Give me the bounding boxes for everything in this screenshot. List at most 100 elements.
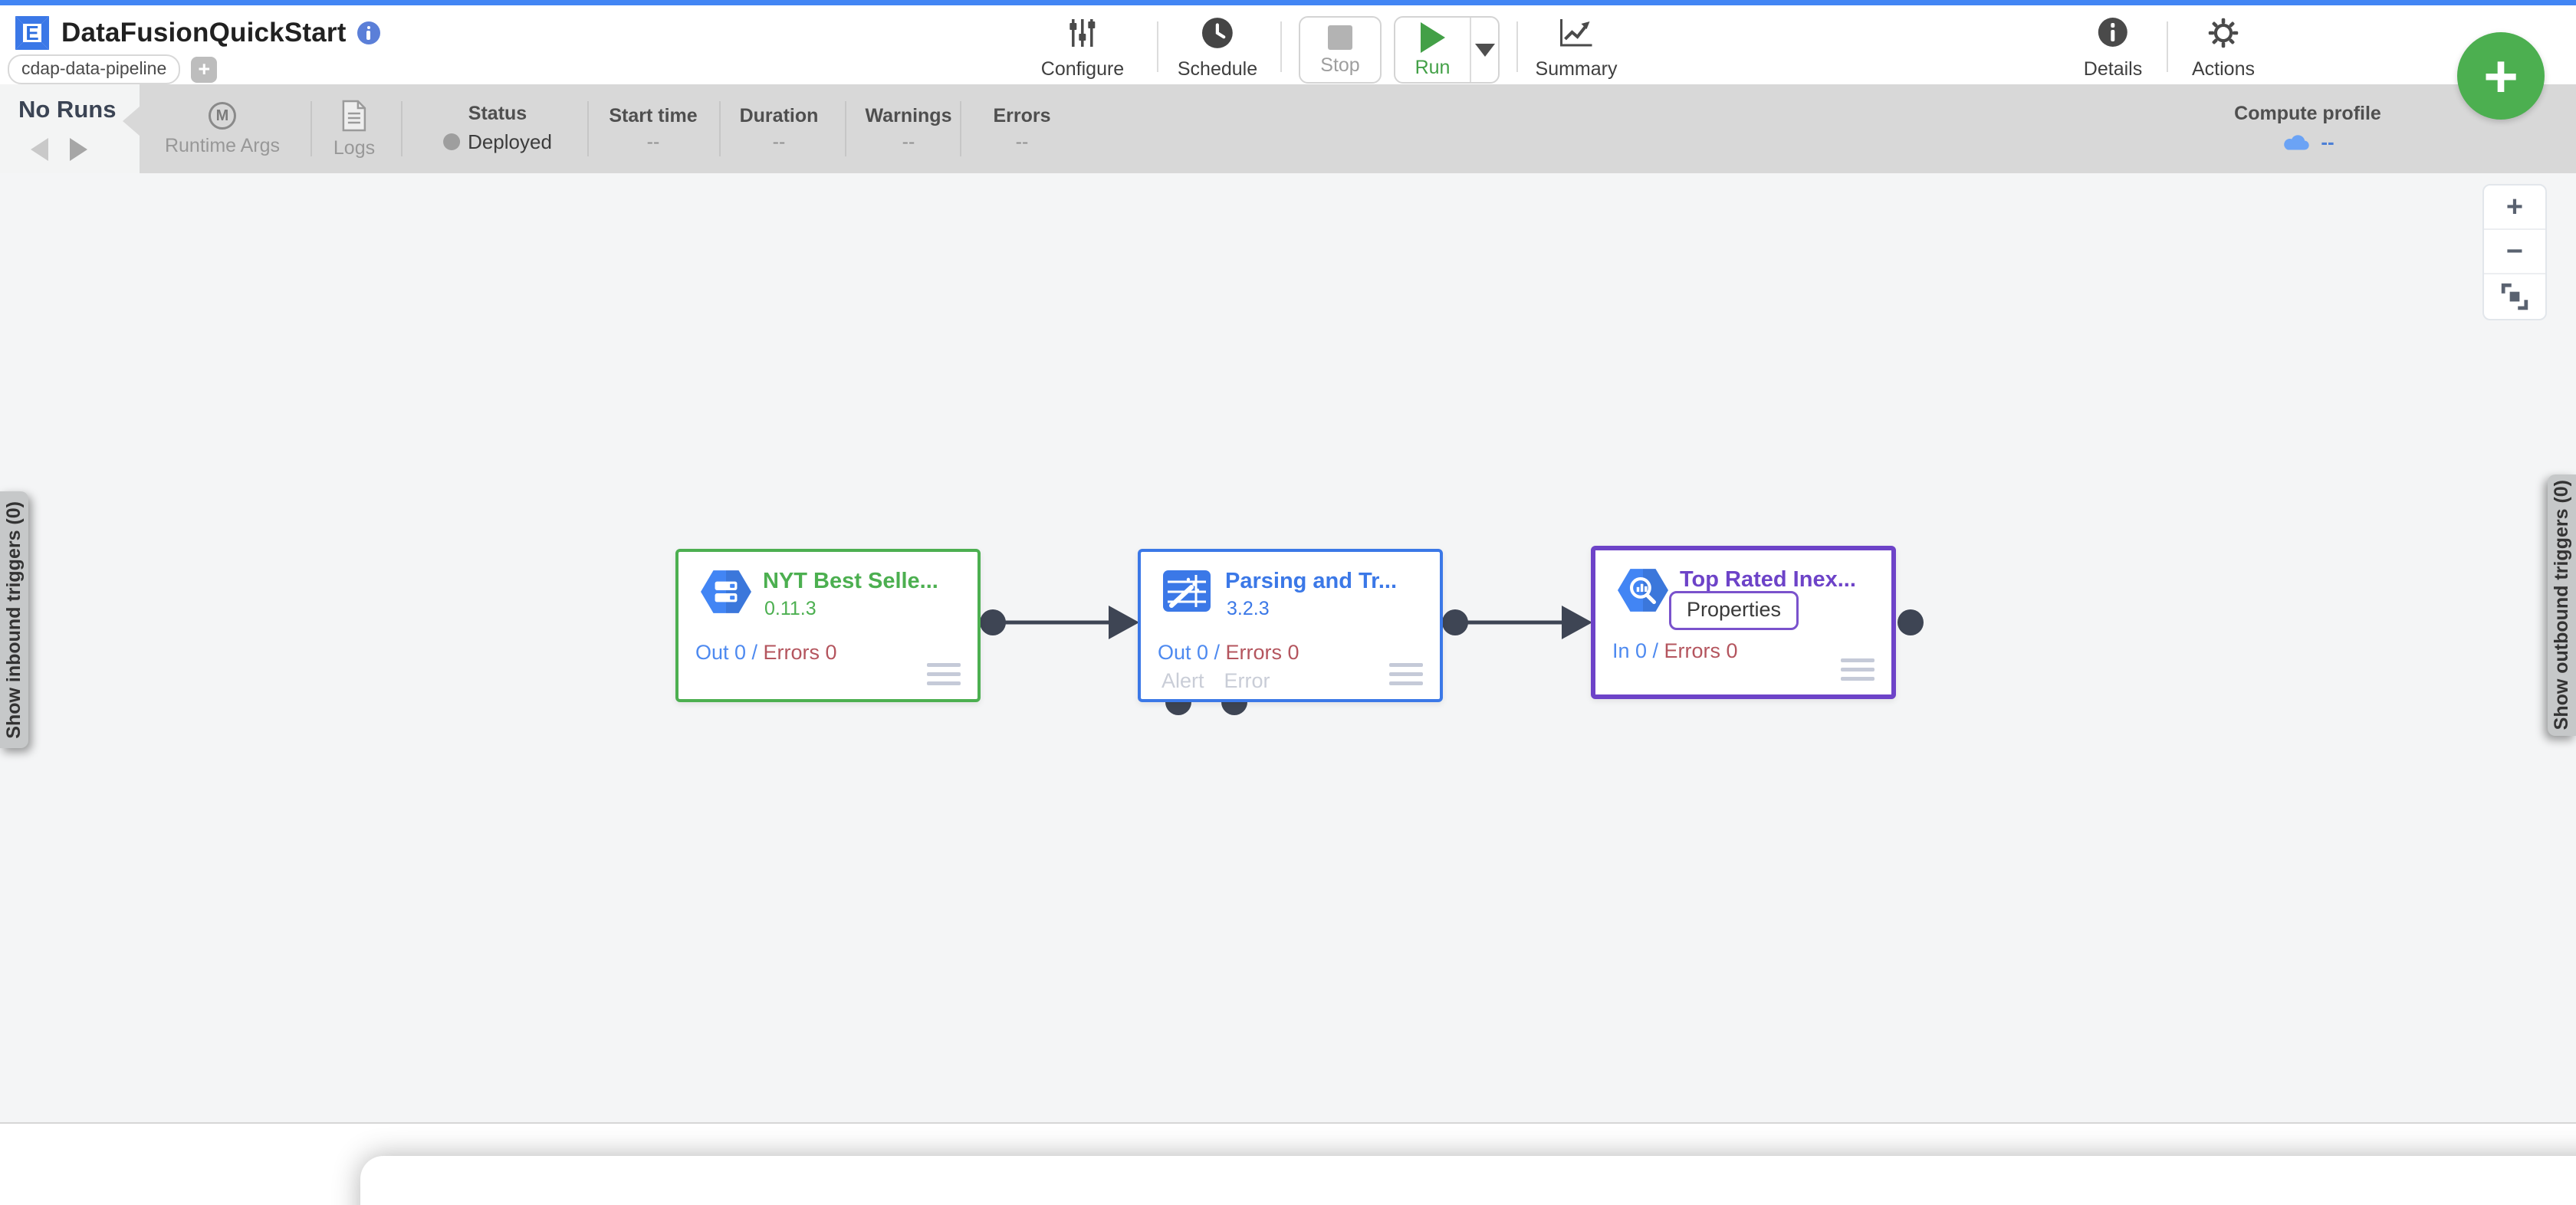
- toolbar-separator: [1157, 21, 1158, 72]
- cloud-icon: [2284, 134, 2309, 150]
- details-button[interactable]: Details: [2084, 16, 2142, 84]
- previous-run-button[interactable]: [31, 138, 48, 161]
- in-metric[interactable]: In 0 /: [1612, 639, 1664, 662]
- node-menu-button[interactable]: [927, 663, 961, 685]
- node-version: 0.11.3: [764, 598, 816, 619]
- next-run-button[interactable]: [70, 138, 87, 161]
- node-sink[interactable]: Top Rated Inex... Properties In 0 / Erro…: [1591, 546, 1896, 699]
- toolbar-separator: [1280, 21, 1282, 72]
- warnings-label: Warnings: [865, 104, 952, 126]
- out-metric[interactable]: Out 0 /: [1158, 641, 1226, 664]
- stop-button[interactable]: Stop: [1299, 16, 1382, 84]
- start-time-label: Start time: [609, 104, 698, 126]
- compute-profile-value-group[interactable]: --: [2281, 130, 2334, 154]
- node-transform[interactable]: Parsing and Tr... 3.2.3 Out 0 / Errors 0…: [1138, 549, 1443, 702]
- start-time-group: Start time --: [609, 84, 697, 173]
- actions-label: Actions: [2192, 58, 2255, 80]
- pipeline-tags: cdap-data-pipeline +: [8, 54, 218, 84]
- node-metrics: In 0 / Errors 0: [1612, 639, 1738, 663]
- run-split-button: Run: [1394, 16, 1500, 84]
- inbound-triggers-tab[interactable]: Show inbound triggers (0): [0, 491, 28, 748]
- pipeline-title-group: E DataFusionQuickStart: [14, 15, 380, 51]
- status-label: Status: [468, 102, 527, 124]
- caret-down-icon: [1474, 43, 1495, 57]
- transform-output-port[interactable]: [1442, 609, 1468, 635]
- out-metric[interactable]: Out 0 /: [695, 641, 764, 664]
- errors-metric[interactable]: Errors 0: [1225, 641, 1300, 664]
- no-runs-tab: No Runs: [0, 84, 140, 173]
- info-icon: [2098, 18, 2128, 47]
- zoom-out-button[interactable]: −: [2484, 230, 2545, 274]
- pipeline-canvas[interactable]: NYT Best Selle... 0.11.3 Out 0 / Errors …: [0, 173, 2576, 1124]
- errors-metric[interactable]: Errors 0: [763, 641, 837, 664]
- gear-icon: [2208, 18, 2239, 48]
- clock-icon: [1202, 18, 1233, 48]
- duration-value: --: [772, 130, 786, 153]
- run-status-bar: No Runs M Runtime Args Logs Status Deplo…: [0, 84, 2576, 173]
- macro-icon: M: [209, 102, 236, 130]
- sink-output-port[interactable]: [1898, 609, 1924, 635]
- stop-icon: [1328, 25, 1352, 50]
- runbar-separator: [719, 101, 721, 156]
- outbound-triggers-tab[interactable]: Show outbound triggers (0): [2548, 474, 2576, 736]
- node-metrics: Out 0 / Errors 0: [695, 641, 837, 665]
- runtime-args-button[interactable]: M Runtime Args: [165, 84, 280, 173]
- inbound-triggers-label: Show inbound triggers (0): [3, 501, 25, 739]
- play-icon: [1420, 22, 1445, 53]
- configure-button[interactable]: Configure: [1041, 16, 1124, 84]
- add-tag-button[interactable]: +: [191, 56, 218, 83]
- logs-icon: [342, 100, 366, 132]
- actions-button[interactable]: Actions: [2192, 16, 2255, 84]
- runbar-separator: [845, 101, 846, 156]
- status-value-group: Deployed: [443, 130, 552, 154]
- run-dropdown-button[interactable]: [1471, 18, 1498, 82]
- error-port-label: Error: [1224, 669, 1270, 692]
- arrowhead-icon: [1109, 606, 1139, 639]
- node-menu-button[interactable]: [1841, 658, 1875, 681]
- warnings-value: --: [902, 130, 915, 153]
- configure-label: Configure: [1040, 58, 1125, 80]
- bottom-band: [0, 1125, 2576, 1205]
- errors-metric[interactable]: Errors 0: [1664, 639, 1738, 662]
- outbound-triggers-label: Show outbound triggers (0): [2551, 480, 2572, 731]
- cdap-pipeline-logo-icon: E: [15, 16, 49, 50]
- logs-label: Logs: [333, 137, 376, 159]
- schedule-label: Schedule: [1177, 58, 1258, 80]
- stop-label: Stop: [1320, 54, 1360, 76]
- logs-button[interactable]: Logs: [334, 84, 375, 173]
- node-metrics: Out 0 / Errors 0: [1158, 641, 1300, 665]
- summary-button[interactable]: Summary: [1535, 16, 1618, 84]
- node-menu-button[interactable]: [1389, 663, 1423, 685]
- toolbar-separator: [2167, 21, 2168, 72]
- canvas-zoom-controls: + −: [2482, 184, 2547, 320]
- zoom-in-button[interactable]: +: [2484, 186, 2545, 230]
- start-time-value: --: [646, 130, 660, 153]
- gcs-source-icon: [701, 570, 751, 613]
- summary-label: Summary: [1535, 58, 1618, 80]
- bigquery-sink-icon: [1618, 569, 1668, 612]
- details-label: Details: [2083, 58, 2143, 80]
- pipeline-type-badge: cdap-data-pipeline: [8, 54, 181, 84]
- sliders-icon: [1070, 19, 1096, 47]
- compute-profile-label: Compute profile: [2234, 102, 2381, 124]
- source-output-port[interactable]: [980, 609, 1006, 635]
- status-value: Deployed: [468, 130, 552, 153]
- pipeline-info-icon[interactable]: [356, 21, 380, 44]
- fit-to-screen-icon: [2501, 283, 2528, 310]
- properties-button[interactable]: Properties: [1669, 591, 1799, 630]
- runbar-separator: [401, 101, 402, 156]
- run-button[interactable]: Run: [1395, 18, 1471, 82]
- errors-label: Errors: [993, 104, 1051, 126]
- node-title: Top Rated Inex...: [1680, 567, 1856, 592]
- zoom-fit-button[interactable]: [2484, 274, 2545, 319]
- create-pipeline-fab[interactable]: +: [2457, 32, 2545, 120]
- status-group: Status Deployed: [443, 84, 552, 173]
- duration-group: Duration --: [740, 84, 819, 173]
- errors-value: --: [1015, 130, 1029, 153]
- node-source[interactable]: NYT Best Selle... 0.11.3 Out 0 / Errors …: [675, 549, 981, 702]
- run-navigation: [31, 138, 87, 161]
- compute-profile-group: Compute profile --: [2234, 84, 2381, 173]
- svg-text:E: E: [25, 21, 38, 44]
- runbar-separator: [960, 101, 961, 156]
- schedule-button[interactable]: Schedule: [1178, 16, 1257, 84]
